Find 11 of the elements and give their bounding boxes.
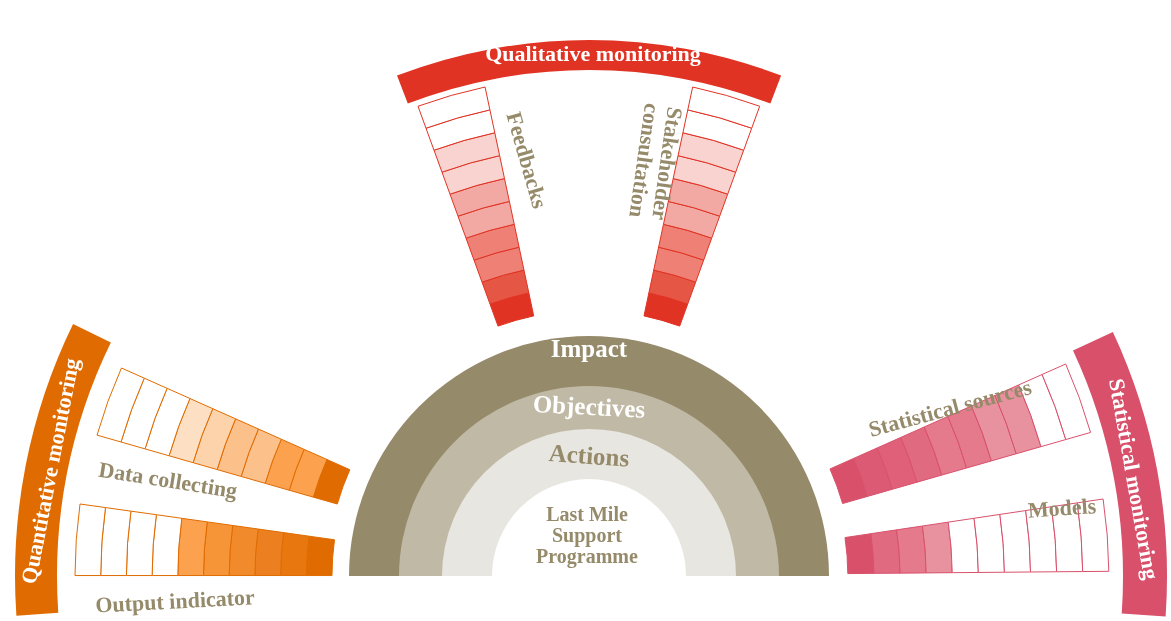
gauge-label: Stakeholder consultation	[623, 100, 689, 224]
band-title: Quantitative monitoring	[16, 356, 84, 586]
gauge-label: Data collecting	[97, 457, 239, 503]
ring-label: Objectives	[532, 390, 646, 424]
ring-label: Impact	[550, 335, 628, 363]
band-title: Qualitative monitoring	[485, 42, 701, 66]
gauge-label: Models	[1027, 494, 1097, 522]
ring-label: Actions	[547, 440, 631, 472]
gauge-label: Output indicator	[94, 585, 256, 617]
band-title: Statistical monitoring	[1104, 376, 1163, 582]
ring-label: Last Mile Support Programme	[535, 503, 639, 567]
